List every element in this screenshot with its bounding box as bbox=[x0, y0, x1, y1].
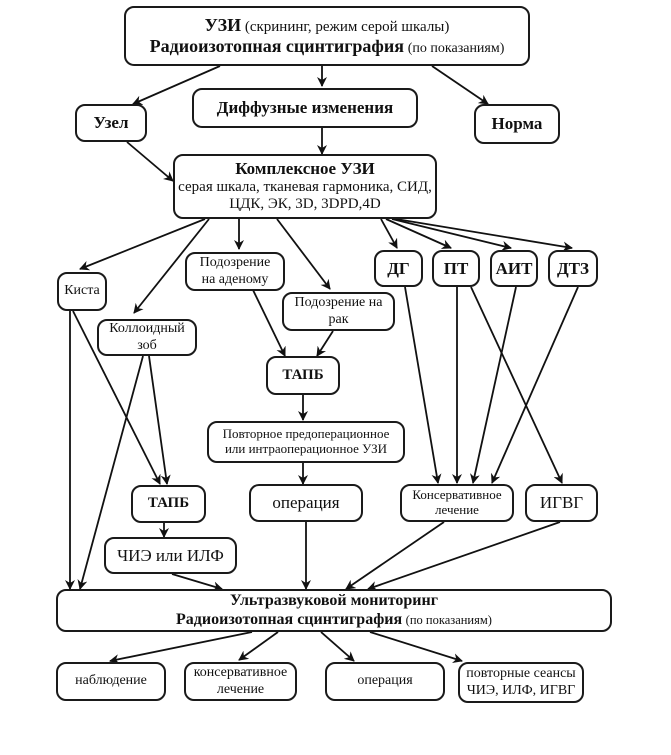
outcome-observation: наблюдение bbox=[56, 662, 166, 701]
arrow-monitoring-to-repeat-sessions bbox=[369, 631, 463, 664]
scintigraphy-label: Радиоизотопная сцинтиграфия bbox=[149, 36, 404, 56]
node-chie-ilf: ЧИЭ или ИЛФ bbox=[104, 537, 237, 574]
outcome-conservative-line1: консервативное bbox=[193, 665, 288, 681]
arrow-dtz-to-conservative bbox=[491, 286, 579, 484]
arrow-uzel-to-complex bbox=[126, 141, 174, 182]
colloid-line1: Коллоидный bbox=[109, 321, 185, 337]
arrow-complex-to-dtz bbox=[395, 218, 573, 252]
arrow-complex-to-colloid bbox=[133, 218, 210, 314]
outcome-repeat-line1: повторные сеансы bbox=[466, 666, 576, 682]
outcome-operation: операция bbox=[325, 662, 445, 701]
node-tapb-center: ТАПБ bbox=[266, 356, 340, 395]
arrow-pt-to-igvg bbox=[470, 286, 563, 484]
node-colloid-goiter: Коллоидный зоб bbox=[97, 319, 197, 356]
arrow-complex-to-kista bbox=[79, 218, 206, 271]
us-note: (скрининг, режим серой шкалы) bbox=[244, 18, 450, 35]
outcome-conservative-line2: лечение bbox=[216, 681, 265, 697]
cancer-line2: рак bbox=[328, 311, 349, 327]
node-suspected-adenoma: Подозрение на аденому bbox=[185, 252, 285, 291]
repeat-us-line1: Повторное предоперационное bbox=[222, 426, 390, 442]
arrow-chie-to-monitoring bbox=[171, 573, 223, 592]
node-uzel: Узел bbox=[75, 104, 147, 142]
adenoma-line1: Подозрение bbox=[199, 255, 271, 271]
complex-us-methods-1: серая шкала, тканевая гармоника, СИД, bbox=[178, 179, 432, 196]
monitoring-scintigraphy-note: (по показаниям) bbox=[405, 612, 492, 627]
adenoma-line2: на аденому bbox=[201, 271, 269, 287]
node-operation-mid: операция bbox=[249, 484, 363, 522]
monitoring-scintigraphy: Радиоизотопная сцинтиграфия bbox=[176, 610, 403, 628]
conservative-mid-line1: Консервативное bbox=[412, 487, 502, 503]
arrow-kista-to-tapb-left bbox=[72, 310, 161, 485]
repeat-us-line2: или интраоперационное УЗИ bbox=[224, 441, 388, 456]
arrow-conservative-to-monitoring bbox=[345, 521, 445, 590]
node-dg: ДГ bbox=[374, 250, 423, 287]
node-norma: Норма bbox=[474, 104, 560, 144]
arrow-adenoma-to-tapb bbox=[252, 289, 286, 357]
complex-us-methods-2: ЦДК, ЭК, 3D, 3DPD,4D bbox=[229, 196, 381, 213]
arrow-top-to-norma bbox=[431, 65, 489, 105]
arrow-igvg-to-monitoring bbox=[367, 521, 561, 591]
outcome-repeat-line2: ЧИЭ, ИЛФ, ИГВГ bbox=[466, 682, 576, 698]
arrow-dg-to-conservative bbox=[404, 286, 442, 484]
outcome-observation-label: наблюдение bbox=[75, 673, 147, 689]
monitoring-title: Ультразвуковой мониторинг bbox=[230, 592, 438, 610]
node-conservative-mid: Консервативное лечение bbox=[400, 484, 514, 522]
outcome-operation-label: операция bbox=[357, 673, 413, 689]
node-ait: АИТ bbox=[490, 250, 538, 287]
us-label: УЗИ bbox=[204, 14, 242, 35]
colloid-line2: зоб bbox=[137, 337, 157, 353]
conservative-mid-line2: лечение bbox=[435, 502, 479, 517]
node-igvg: ИГВГ bbox=[525, 484, 598, 522]
node-tapb-left: ТАПБ bbox=[131, 485, 206, 523]
arrow-top-to-uzel bbox=[132, 65, 221, 105]
arrow-monitoring-to-conservative bbox=[238, 631, 279, 661]
arrow-ait-to-conservative bbox=[470, 286, 517, 484]
scintigraphy-note: (по показаниям) bbox=[407, 41, 505, 56]
node-monitoring: Ультразвуковой мониторинг Радиоизотопная… bbox=[56, 589, 612, 632]
arrow-complex-to-ait bbox=[391, 218, 512, 251]
node-complex-us: Комплексное УЗИ серая шкала, тканевая га… bbox=[173, 154, 437, 219]
arrow-complex-to-pt bbox=[385, 218, 452, 249]
arrow-colloid-to-monitoring bbox=[77, 355, 144, 590]
screening-box: УЗИ (скрининг, режим серой шкалы) Радиои… bbox=[124, 6, 530, 66]
arrow-cancer-to-tapb bbox=[316, 330, 334, 357]
node-suspected-cancer: Подозрение на рак bbox=[282, 292, 395, 331]
arrow-monitoring-to-observation bbox=[109, 631, 253, 665]
arrow-monitoring-to-operation bbox=[320, 631, 355, 662]
cancer-line1: Подозрение на bbox=[294, 295, 383, 311]
arrow-complex-to-cancer bbox=[276, 218, 331, 290]
arrow-colloid-to-tapb-left bbox=[148, 355, 171, 485]
arrow-complex-to-dg bbox=[380, 218, 398, 249]
outcome-conservative: консервативное лечение bbox=[184, 662, 297, 701]
complex-us-title: Комплексное УЗИ bbox=[235, 159, 375, 179]
outcome-repeat-sessions: повторные сеансы ЧИЭ, ИЛФ, ИГВГ bbox=[458, 662, 584, 703]
node-repeat-us: Повторное предоперационное или интраопер… bbox=[207, 421, 405, 463]
node-dtz: ДТЗ bbox=[548, 250, 598, 287]
node-diffuse-changes: Диффузные изменения bbox=[192, 88, 418, 128]
node-pt: ПТ bbox=[432, 250, 480, 287]
node-cyst: Киста bbox=[57, 272, 107, 311]
